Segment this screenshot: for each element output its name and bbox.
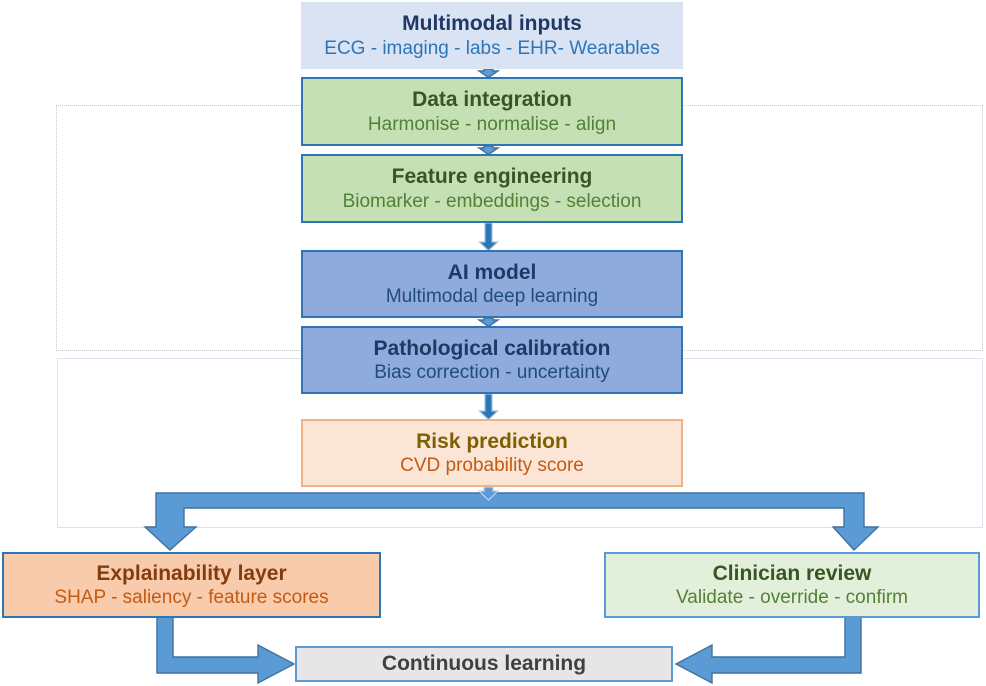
node-subtitle: SHAP - saliency - feature scores (54, 587, 329, 609)
node-feature-engineering: Feature engineering Biomarker - embeddin… (301, 154, 683, 223)
node-title: Explainability layer (96, 561, 287, 585)
node-subtitle: Harmonise - normalise - align (367, 113, 617, 135)
node-multimodal-inputs: Multimodal inputs ECG - imaging - labs -… (301, 2, 683, 69)
node-subtitle: Multimodal deep learning (385, 286, 599, 308)
node-data-integration: Data integration Harmonise - normalise -… (301, 77, 683, 146)
node-subtitle: ECG - imaging - labs - EHR- Wearables (324, 37, 660, 59)
node-subtitle: Bias correction - uncertainty (374, 362, 610, 384)
node-title: Pathological calibration (373, 336, 611, 360)
node-risk-prediction: Risk prediction CVD probability score (301, 419, 683, 487)
arrow-integration-to-features (476, 145, 501, 156)
node-title: Clinician review (712, 561, 872, 585)
node-title: AI model (447, 260, 537, 284)
node-pathological-calibration: Pathological calibration Bias correction… (301, 326, 683, 394)
arrow-features-to-aimodel (477, 222, 500, 252)
node-title: Data integration (412, 88, 572, 112)
node-subtitle: CVD probability score (400, 455, 584, 477)
arrow-calibration-to-risk (477, 393, 500, 421)
node-continuous-learning: Continuous learning (295, 646, 673, 682)
arrow-inputs-to-integration (476, 68, 501, 79)
node-subtitle: Validate - override - confirm (676, 587, 908, 609)
node-title: Continuous learning (381, 652, 587, 676)
node-title: Feature engineering (391, 165, 593, 189)
arrow-clinician-to-continuous (674, 616, 862, 685)
arrow-explainability-to-continuous (156, 616, 296, 685)
node-clinician-review: Clinician review Validate - override - c… (604, 552, 980, 618)
arrow-risk-to-branch (477, 486, 500, 501)
node-title: Multimodal inputs (402, 12, 582, 36)
node-explainability-layer: Explainability layer SHAP - saliency - f… (2, 552, 381, 618)
arrow-branch-to-explainability-and-clinician (143, 492, 880, 552)
arrow-aimodel-to-calibration (476, 317, 501, 328)
node-title: Risk prediction (416, 429, 568, 453)
node-ai-model: AI model Multimodal deep learning (301, 250, 683, 318)
node-subtitle: Biomarker - embeddings - selection (342, 190, 642, 212)
